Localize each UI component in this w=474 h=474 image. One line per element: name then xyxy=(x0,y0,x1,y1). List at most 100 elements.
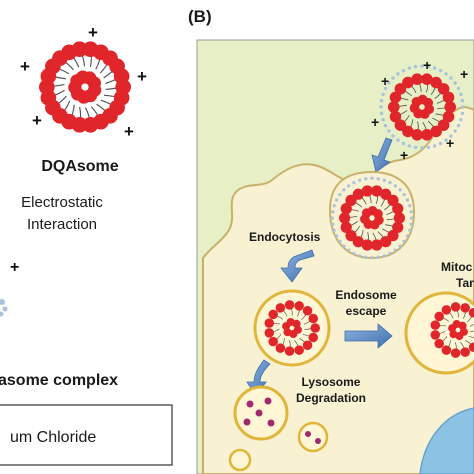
complex-label: asome complex xyxy=(0,372,118,389)
peg-dot xyxy=(379,98,384,103)
peg-dot xyxy=(370,176,374,180)
lipid-head xyxy=(268,336,278,347)
lipid-tail xyxy=(470,330,474,332)
peg-dot xyxy=(444,72,448,76)
peg-dot xyxy=(407,66,412,70)
lipid-head xyxy=(345,229,357,242)
peg-dot xyxy=(460,98,465,103)
peg-dot xyxy=(370,256,374,260)
endocytosis-arrow xyxy=(280,249,315,283)
small-vesicle xyxy=(228,448,252,472)
peg-dot xyxy=(383,123,388,128)
peg-dot xyxy=(401,68,406,73)
lipid-head xyxy=(275,343,286,353)
peg-dot xyxy=(358,178,362,182)
peg-dot xyxy=(364,255,368,259)
peg-dot xyxy=(334,198,339,202)
peg-dot xyxy=(413,64,418,69)
peg-dot xyxy=(459,117,463,122)
lysosome-fragments xyxy=(243,397,275,427)
charge-plus: + xyxy=(381,73,389,89)
peg-dot xyxy=(460,111,465,116)
peg-dot xyxy=(449,134,453,138)
lipid-head xyxy=(392,203,404,215)
lipid-head xyxy=(389,91,402,104)
lipid-head xyxy=(339,212,351,224)
lipid-head xyxy=(434,338,444,349)
peg-dot xyxy=(382,254,386,258)
peg-dot xyxy=(409,222,413,226)
peg-dot xyxy=(352,251,356,256)
salt-box-label: um Chloride xyxy=(10,429,96,446)
peg-dot xyxy=(338,192,342,197)
lipid-head xyxy=(264,318,275,328)
lipid-head xyxy=(275,303,286,313)
endocytosis-label: Endocytosis xyxy=(249,230,321,244)
peg-dot xyxy=(402,239,406,244)
lipid-head xyxy=(442,91,455,104)
lipid-head xyxy=(468,342,474,353)
lipid-head xyxy=(292,319,301,328)
mito-label-1: Mitoc xyxy=(441,260,473,274)
charge-plus: + xyxy=(20,57,30,76)
liposome-endosome xyxy=(264,300,320,356)
peg-dot xyxy=(438,68,443,73)
peg-dot xyxy=(393,184,398,188)
peg-dot xyxy=(426,145,431,150)
lipid-head xyxy=(387,194,399,207)
peg-dot xyxy=(382,178,386,182)
charge-plus: + xyxy=(88,23,98,42)
peg-dot xyxy=(426,64,431,69)
peg-dot xyxy=(456,86,461,91)
lipid-head xyxy=(468,307,474,318)
lipid-head xyxy=(352,188,364,200)
electrostatic-label-2: Interaction xyxy=(27,216,97,233)
dqasome-title: DQAsome xyxy=(41,158,118,175)
lipid-head xyxy=(437,83,450,95)
peg-dot xyxy=(330,216,334,220)
escape-arrow xyxy=(344,323,393,349)
peg-dot xyxy=(338,239,342,244)
peg-dot xyxy=(407,144,412,148)
peg-dot xyxy=(453,129,457,133)
peg-dot xyxy=(401,141,406,146)
small-vesicle xyxy=(297,421,329,453)
lipid-head xyxy=(450,302,461,312)
lipid-head xyxy=(430,330,441,340)
peg-dot xyxy=(331,210,335,214)
peg-dot xyxy=(379,111,384,116)
peg-dot xyxy=(409,210,413,214)
panel-b-label: (B) xyxy=(188,7,212,26)
complex-fragment xyxy=(0,299,8,317)
lipid-head xyxy=(458,321,467,330)
peg-dot xyxy=(459,92,463,97)
peg-dot xyxy=(432,144,437,148)
peg-dot xyxy=(364,177,368,181)
peg-dot xyxy=(332,204,336,208)
lipid-head xyxy=(302,340,313,351)
peg-dot xyxy=(342,244,346,248)
peg-dot xyxy=(388,251,392,256)
lipid-head xyxy=(460,303,470,313)
lipid-head xyxy=(389,110,402,123)
electrostatic-label-1: Electrostatic xyxy=(21,194,103,211)
lipid-head xyxy=(450,348,461,358)
peg-dot xyxy=(376,177,380,181)
peg-dot xyxy=(331,222,335,226)
mito-label-2: Tar xyxy=(456,276,474,290)
lysosome-label-2: Degradation xyxy=(296,391,366,405)
lipid-head xyxy=(268,309,278,320)
lipid-tail xyxy=(468,336,474,339)
peg-dot xyxy=(391,76,395,80)
lipid-head xyxy=(340,221,352,233)
lipid-head xyxy=(113,68,130,85)
peg-dot xyxy=(383,86,388,91)
peg-dot xyxy=(413,145,418,150)
peg-dot xyxy=(456,123,461,128)
peg-dot xyxy=(420,64,424,68)
charge-plus: + xyxy=(10,259,19,276)
peg-dot xyxy=(346,184,351,188)
lipid-head xyxy=(284,346,295,356)
lipid-head xyxy=(340,203,352,215)
